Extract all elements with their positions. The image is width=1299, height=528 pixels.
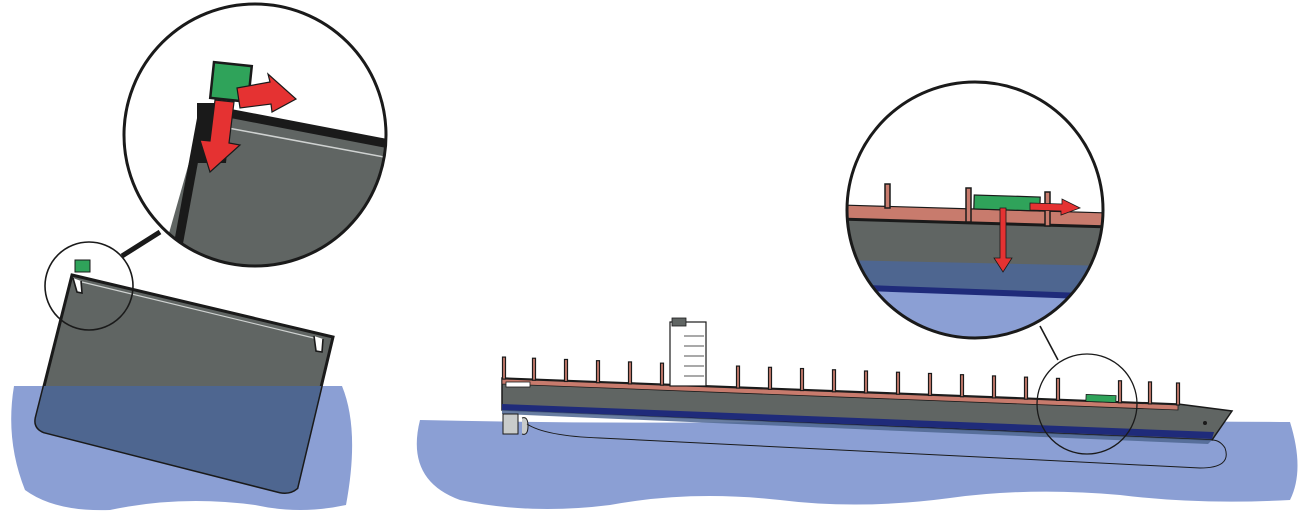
rudder-propeller (502, 413, 529, 435)
hatch-coaming-left (72, 277, 83, 294)
side-view (416, 80, 1298, 509)
arrow-right-icon (236, 72, 298, 113)
submerged-keel (502, 410, 1212, 444)
magnified-corner-detail (124, 4, 386, 266)
deck-post (1175, 382, 1181, 406)
deck-post (563, 358, 569, 383)
container-on-deck (1085, 394, 1117, 403)
deck-post (1023, 376, 1029, 400)
bridge-superstructure (669, 317, 707, 387)
magnified-deck-detail (847, 82, 1103, 338)
arrow-down-icon (199, 99, 242, 174)
deck-rail (501, 378, 1179, 411)
stern-portholes (505, 381, 531, 388)
deck-post (659, 362, 665, 386)
hatch-coaming-right (313, 335, 324, 353)
magnifier-connector (1039, 325, 1059, 361)
water-right (416, 420, 1298, 509)
deck-post (531, 357, 537, 381)
magnifier-circle-icon (845, 80, 1105, 340)
deck-post (863, 370, 869, 394)
deck-post (959, 374, 965, 398)
deck-post (895, 371, 901, 395)
magnifier-connector (120, 229, 162, 259)
arrow-right-icon (1029, 198, 1082, 216)
deck-inner-line (81, 281, 323, 341)
cross-section-view (11, 2, 388, 511)
deck-post (501, 356, 507, 380)
deck-post (627, 361, 633, 385)
deck-post (1147, 381, 1153, 405)
deck-post (735, 365, 741, 389)
magnifier-circle-icon (44, 241, 134, 331)
bow-anchor (1203, 421, 1207, 425)
deck-post (927, 372, 933, 397)
deck-post (799, 367, 805, 392)
deck-post (991, 375, 997, 399)
deck-post (1117, 380, 1123, 404)
deck-post (595, 360, 601, 384)
magnifier-circle-icon (1036, 353, 1138, 455)
deck-post (831, 369, 837, 393)
deck-post (1055, 377, 1061, 401)
waterline-stripe (502, 404, 1214, 439)
magnifier-circle-icon (122, 2, 388, 268)
deck-post (767, 366, 773, 390)
anchor-line (526, 423, 1227, 469)
deck-posts (501, 356, 1181, 406)
arrow-down-icon (993, 207, 1013, 273)
container-small (74, 259, 91, 273)
